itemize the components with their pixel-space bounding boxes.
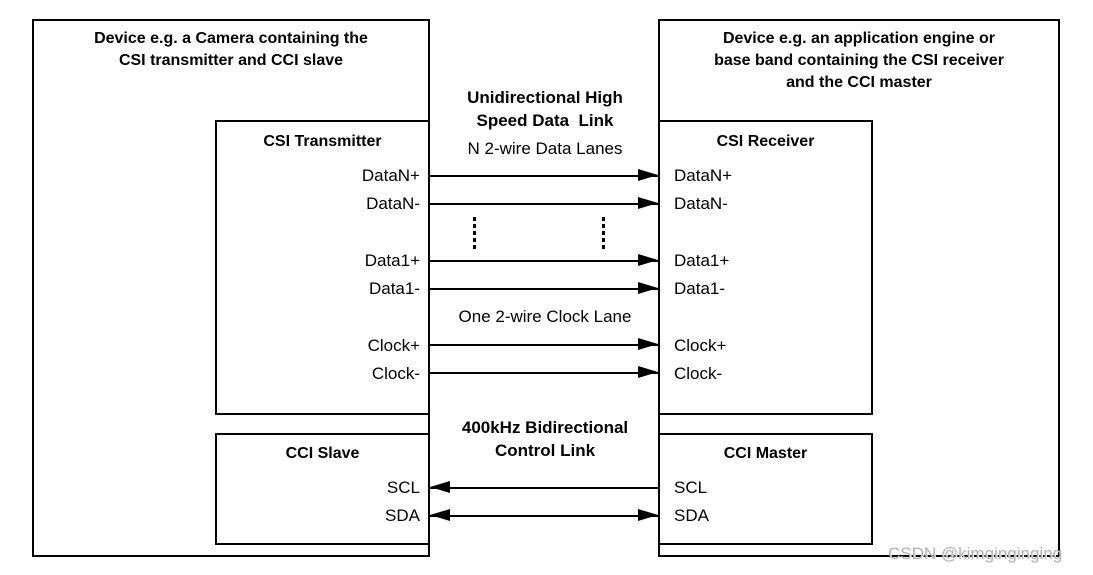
slave-signal-scl: SCL (386, 478, 420, 497)
arrow-shaft (430, 372, 658, 374)
data-link-title-line2: Speed Data Link (476, 111, 614, 130)
right-device-title-line3: and the CCI master (786, 74, 932, 91)
arrowhead-right-icon (638, 509, 658, 521)
arrow-shaft (430, 487, 658, 489)
arrowhead-left-icon (430, 509, 450, 521)
left-device-title-line2: CSI transmitter and CCI slave (118, 52, 344, 69)
csi-transmitter-title: CSI Transmitter (263, 133, 382, 150)
arrowhead-right-icon (638, 338, 658, 350)
right-device-title-line1: Device e.g. an application engine or (722, 30, 996, 47)
arrow-shaft (430, 260, 658, 262)
cci-master-title: CCI Master (723, 445, 808, 462)
arrow-data1-plus (430, 254, 658, 266)
arrow-shaft (430, 344, 658, 346)
rx-signal-datan-plus: DataN+ (674, 166, 733, 185)
arrowhead-left-icon (430, 481, 450, 493)
arrow-clock-plus (430, 338, 658, 350)
arrow-scl (430, 481, 658, 493)
arrowhead-right-icon (638, 366, 658, 378)
rx-signal-data1-plus: Data1+ (674, 251, 730, 270)
arrow-data1-minus (430, 282, 658, 294)
data-link-title: Unidirectional High Speed Data Link (430, 86, 660, 132)
arrowhead-right-icon (638, 169, 658, 181)
arrow-shaft (430, 288, 658, 290)
arrow-clock-minus (430, 366, 658, 378)
master-signal-scl: SCL (674, 478, 708, 497)
cci-slave-box (215, 433, 430, 545)
right-device-title-line2: base band containing the CSI receiver (714, 52, 1004, 69)
slave-signal-sda: SDA (385, 506, 420, 525)
watermark-text: CSDN @kimginginging (888, 544, 1063, 563)
master-signal-sda: SDA (674, 506, 709, 525)
data-link-subtitle: N 2-wire Data Lanes (467, 139, 623, 158)
rx-signal-data1-minus: Data1- (674, 279, 726, 298)
control-link-title-line1: 400kHz Bidirectional (461, 418, 629, 437)
tx-signal-datan-plus: DataN+ (361, 166, 420, 185)
arrow-shaft (430, 515, 658, 517)
arrow-shaft (430, 203, 658, 205)
arrowhead-right-icon (638, 282, 658, 294)
left-device-title-line1: Device e.g. a Camera containing the (94, 30, 368, 47)
arrow-sda (430, 509, 658, 521)
cci-master-box (658, 433, 873, 545)
data-link-title-line1: Unidirectional High (467, 88, 623, 107)
arrow-datan-plus (430, 169, 658, 181)
control-link-title-line2: Control Link (494, 441, 596, 460)
arrow-shaft (430, 175, 658, 177)
control-link-title: 400kHz Bidirectional Control Link (430, 416, 660, 462)
lane-ellipsis-left-icon (473, 217, 476, 250)
left-device-title: Device e.g. a Camera containing the CSI … (42, 28, 420, 72)
lane-ellipsis-right-icon (602, 217, 605, 250)
tx-signal-clock-plus: Clock+ (367, 336, 420, 355)
arrowhead-right-icon (638, 254, 658, 266)
csi-receiver-box (658, 120, 873, 415)
right-device-title: Device e.g. an application engine or bas… (668, 28, 1050, 94)
csi-transmitter-box (215, 120, 430, 415)
cci-slave-title: CCI Slave (285, 445, 360, 462)
clock-lane-label: One 2-wire Clock Lane (458, 307, 632, 326)
csi-receiver-title: CSI Receiver (716, 133, 815, 150)
rx-signal-datan-minus: DataN- (674, 194, 728, 213)
tx-signal-data1-minus: Data1- (368, 279, 420, 298)
tx-signal-data1-plus: Data1+ (364, 251, 420, 270)
rx-signal-clock-minus: Clock- (674, 364, 723, 383)
tx-signal-clock-minus: Clock- (371, 364, 420, 383)
rx-signal-clock-plus: Clock+ (674, 336, 727, 355)
tx-signal-datan-minus: DataN- (366, 194, 420, 213)
arrowhead-right-icon (638, 197, 658, 209)
arrow-datan-minus (430, 197, 658, 209)
